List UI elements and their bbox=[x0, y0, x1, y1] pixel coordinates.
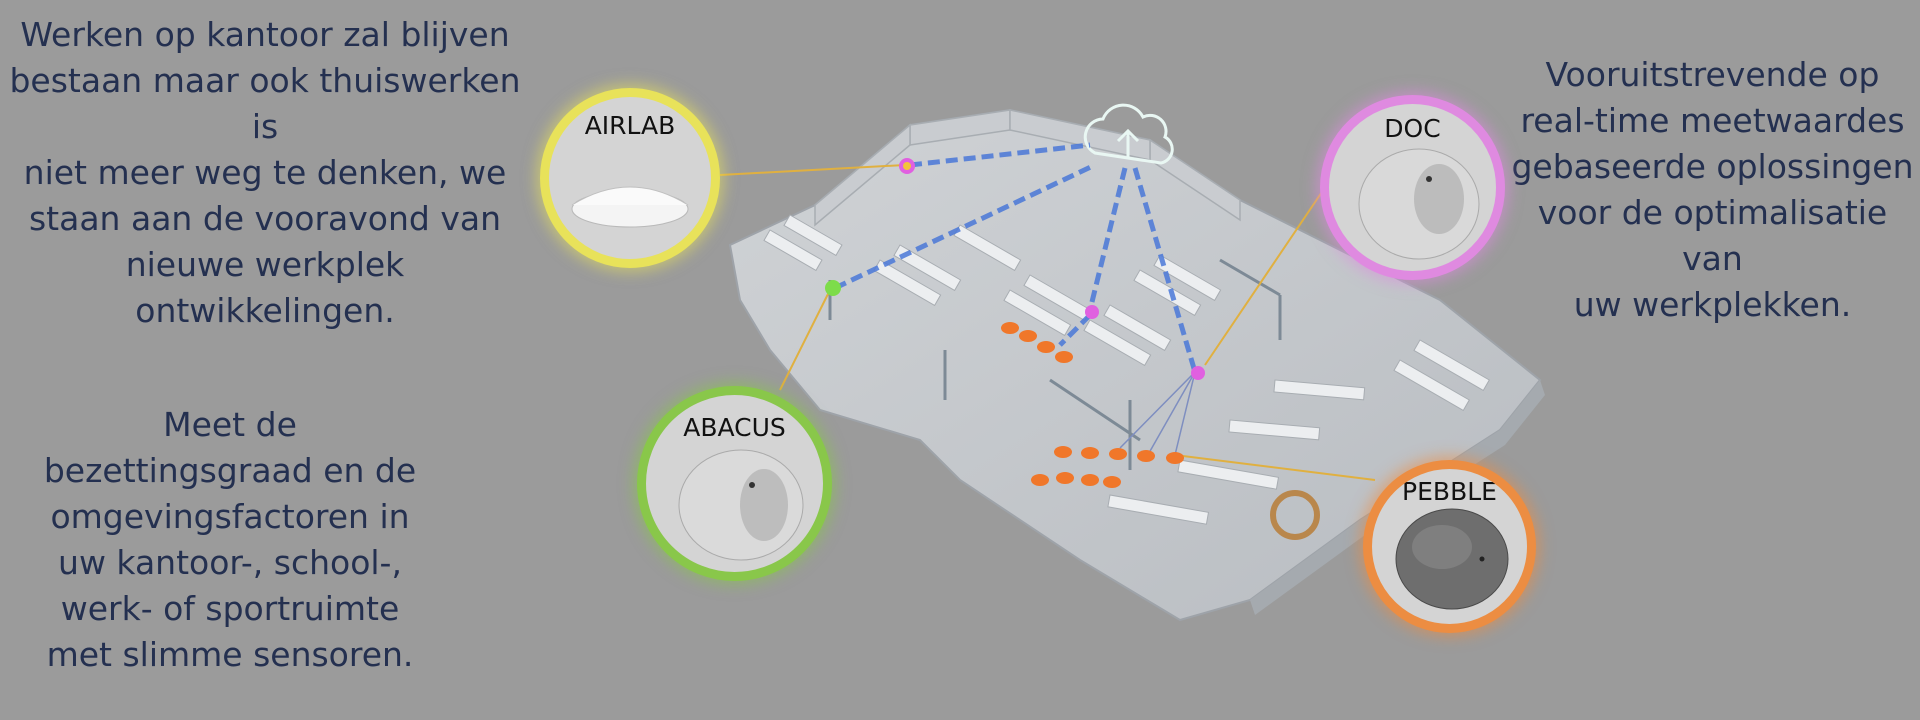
text-line: met slimme sensoren. bbox=[46, 635, 414, 674]
back-walls bbox=[814, 109, 1241, 227]
occupancy-sensors bbox=[1001, 322, 1184, 488]
text-line: Werken op kantoor zal blijven bbox=[20, 15, 510, 54]
pebble-device-icon bbox=[1395, 508, 1509, 610]
text-line: real-time meetwaardes bbox=[1520, 101, 1905, 140]
device-label: DOC bbox=[1384, 114, 1441, 143]
doc-device-icon bbox=[1358, 148, 1480, 260]
sensor-links bbox=[1119, 371, 1196, 461]
desk-rows bbox=[763, 214, 1490, 525]
network-links bbox=[833, 142, 1198, 373]
text-line: niet meer weg te denken, we bbox=[23, 153, 507, 192]
device-badge-airlab[interactable]: AIRLAB bbox=[540, 88, 720, 268]
text-line: staan aan de vooravond van bbox=[28, 199, 501, 238]
device-label: PEBBLE bbox=[1402, 477, 1497, 506]
intro-text-top-right: Vooruitstrevende op real-time meetwaarde… bbox=[1510, 52, 1915, 328]
gateway-doc bbox=[1085, 305, 1099, 319]
text-line: bezettingsgraad en de bbox=[43, 451, 417, 490]
cloud-upload-icon bbox=[1083, 103, 1174, 165]
device-badge-abacus[interactable]: ABACUS bbox=[637, 386, 832, 581]
partition-walls bbox=[828, 258, 1282, 470]
gateway-abacus bbox=[825, 280, 841, 296]
meeting-pod bbox=[1270, 490, 1320, 540]
airlab-device-icon bbox=[571, 186, 689, 228]
text-line: bestaan maar ook thuiswerken is bbox=[9, 61, 521, 146]
device-label: ABACUS bbox=[683, 413, 786, 442]
text-line: Meet de bbox=[163, 405, 297, 444]
abacus-device-icon bbox=[678, 449, 804, 561]
text-line: Vooruitstrevende op bbox=[1545, 55, 1880, 94]
text-line: uw werkplekken. bbox=[1573, 285, 1852, 324]
device-badge-doc[interactable]: DOC bbox=[1320, 95, 1505, 280]
text-line: uw kantoor-, school-, bbox=[58, 543, 402, 582]
text-line: omgevingsfactoren in bbox=[50, 497, 410, 536]
text-line: ontwikkelingen. bbox=[135, 291, 395, 330]
device-label: AIRLAB bbox=[584, 111, 676, 140]
leader-lines bbox=[719, 164, 1376, 481]
device-badge-pebble[interactable]: PEBBLE bbox=[1363, 460, 1536, 633]
intro-text-bottom-left: Meet de bezettingsgraad en de omgevingsf… bbox=[40, 402, 420, 678]
text-line: werk- of sportruimte bbox=[60, 589, 400, 628]
text-line: voor de optimalisatie van bbox=[1537, 193, 1888, 278]
text-line: gebaseerde oplossingen bbox=[1511, 147, 1914, 186]
text-line: nieuwe werkplek bbox=[125, 245, 405, 284]
intro-text-top-left: Werken op kantoor zal blijven bestaan ma… bbox=[5, 12, 525, 334]
gateway-airlab-core bbox=[903, 162, 911, 170]
gateway-pebble bbox=[1191, 366, 1205, 380]
